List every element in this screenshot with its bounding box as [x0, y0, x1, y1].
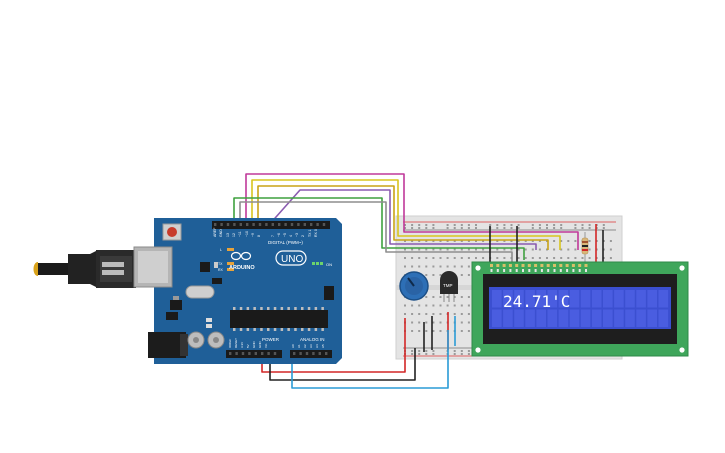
wire-magenta[interactable]	[245, 173, 579, 250]
svg-text:GND: GND	[258, 341, 262, 349]
svg-text:~9: ~9	[251, 233, 255, 237]
wire-gold[interactable]	[257, 185, 549, 250]
svg-text:A5: A5	[321, 344, 325, 348]
svg-text:Vin: Vin	[264, 343, 268, 348]
svg-text:A2: A2	[303, 344, 307, 348]
wire-purple[interactable]	[267, 189, 537, 250]
wire-gray[interactable]	[239, 201, 513, 262]
svg-text:~5: ~5	[283, 233, 287, 237]
svg-text:A1: A1	[297, 344, 301, 348]
wire-yellow[interactable]	[251, 179, 561, 250]
arduino-logo: ARDUINO	[229, 251, 255, 271]
svg-text:A4: A4	[315, 344, 319, 348]
svg-text:4: 4	[289, 235, 293, 237]
led-l-label: L	[220, 248, 222, 252]
power-label: POWER	[262, 337, 280, 342]
svg-text:12: 12	[232, 233, 236, 237]
temperature-sensor[interactable]: TMP	[440, 271, 458, 302]
svg-text:13: 13	[226, 233, 230, 237]
digital-label: DIGITAL (PWM~)	[268, 240, 303, 245]
usb-cable[interactable]	[33, 250, 137, 288]
svg-text:TX 1: TX 1	[308, 230, 312, 237]
svg-text:AREF: AREF	[213, 228, 217, 237]
svg-text:IOREF: IOREF	[228, 339, 232, 348]
brand-label: ARDUINO	[229, 265, 255, 271]
svg-text:~10: ~10	[245, 231, 249, 237]
arduino-uno[interactable]: AREF GND 13 12 ~11 ~10 ~9 8 7 ~6 ~5 4 ~3…	[33, 218, 343, 364]
svg-text:8: 8	[257, 235, 261, 237]
wire-group-digital[interactable]	[233, 173, 604, 352]
svg-text:~6: ~6	[277, 233, 281, 237]
svg-text:A0: A0	[291, 344, 295, 348]
svg-text:GND: GND	[219, 229, 223, 237]
wire-green[interactable]	[233, 197, 525, 260]
svg-text:~3: ~3	[295, 233, 299, 237]
atmega-chip	[230, 307, 328, 331]
svg-text:~11: ~11	[238, 231, 242, 237]
svg-text:RESET: RESET	[234, 338, 238, 348]
led-rx-label: RX	[218, 268, 224, 272]
led-tx-label: TX	[218, 262, 223, 266]
svg-text:GND: GND	[252, 341, 256, 349]
model-label: UNO	[281, 254, 303, 265]
potentiometer[interactable]	[399, 271, 429, 301]
svg-text:RX 0: RX 0	[314, 229, 318, 237]
svg-text:A3: A3	[309, 344, 313, 348]
svg-text:3.3V: 3.3V	[240, 342, 244, 348]
svg-text:7: 7	[271, 235, 275, 237]
wire-blue-a0[interactable]	[291, 330, 449, 389]
svg-text:5V: 5V	[246, 344, 250, 348]
sensor-label: TMP	[443, 283, 453, 288]
lcd-text: 24.71'C	[503, 292, 570, 311]
reset-button[interactable]	[167, 227, 177, 237]
analog-label: ANALOG IN	[300, 337, 325, 342]
wire-black-gnd[interactable]	[269, 348, 416, 381]
resistor[interactable]	[581, 232, 589, 262]
on-label: ON	[326, 262, 332, 267]
svg-text:2: 2	[301, 235, 305, 237]
lcd-module[interactable]: 24.71'C	[471, 261, 689, 357]
